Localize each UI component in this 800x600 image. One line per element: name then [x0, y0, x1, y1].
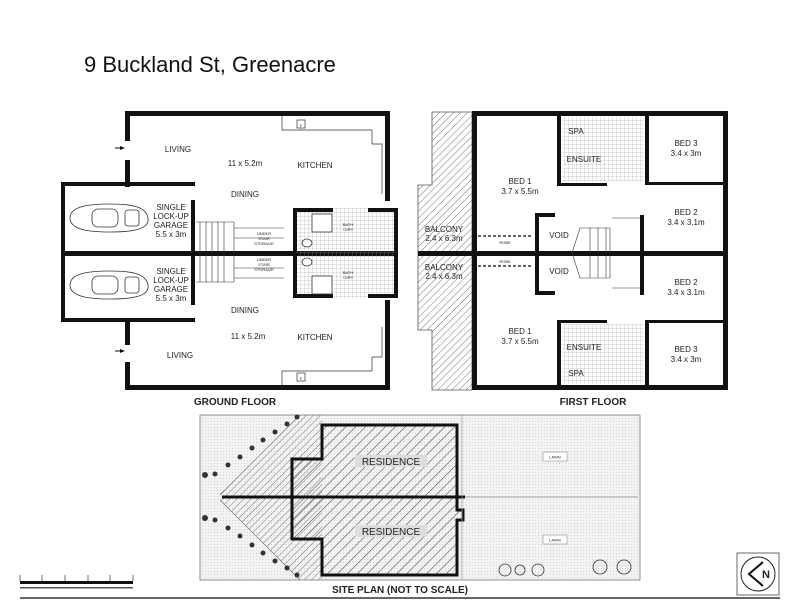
site-plan-caption: SITE PLAN (NOT TO SCALE) [332, 585, 468, 596]
room-label-bed3: BED 3 [674, 345, 698, 354]
garage-label: SINGLE [156, 203, 185, 212]
room-label-kitchen: KITCHEN [297, 333, 332, 342]
bath-label: BATH [343, 222, 353, 227]
lawn-label: LAWN [549, 455, 561, 460]
balcony-dimension: 2.4 x 6.3m [425, 234, 463, 243]
room-label-ensuite: ENSUITE [567, 343, 602, 352]
property-address-title: 9 Buckland St, Greenacre [84, 52, 336, 77]
entry-arrow-icon [115, 349, 125, 353]
balcony-dimension: 2.4 x 6.3m [425, 272, 463, 281]
room-label-bed1: BED 1 [508, 177, 532, 186]
under-stair-label: STORAGE [254, 241, 274, 246]
garage-label: SINGLE [156, 267, 185, 276]
room-label-void: VOID [549, 231, 569, 240]
robe-label: ROBE [499, 240, 511, 245]
room-dimension: 11 x 5.2m [228, 159, 263, 168]
site-plan: RESIDENCE RESIDENCE LAWN LAWN SITE PLAN … [19, 414, 780, 599]
room-dimension: 3.7 x 5.5m [501, 187, 539, 196]
robe-label: ROBE [499, 259, 511, 264]
room-label-kitchen: KITCHEN [297, 161, 332, 170]
bath-label: / DRY [343, 227, 354, 232]
room-label-bed3: BED 3 [674, 139, 698, 148]
under-stair-label: STORAGE [254, 267, 274, 272]
garage-label: GARAGE [154, 285, 188, 294]
scale-bar [19, 575, 134, 589]
room-dimension: 3.4 x 3m [671, 355, 702, 364]
under-stair-label: STAIR [258, 262, 270, 267]
residence-label: RESIDENCE [362, 527, 421, 538]
room-label-living: LIVING [165, 145, 191, 154]
garage-dimension: 5.5 x 3m [156, 230, 187, 239]
garage-label: LOCK-UP [153, 276, 189, 285]
balcony-label: BALCONY [425, 225, 464, 234]
car-icon [69, 270, 149, 300]
first-floor-plan: BED 1 3.7 x 5.5m BED 3 3.4 x 3m BED 2 3.… [417, 111, 728, 408]
garage-dimension: 5.5 x 3m [156, 294, 187, 303]
room-dimension: 11 x 5.2m [231, 332, 266, 341]
room-dimension: 3.4 x 3m [671, 149, 702, 158]
room-dimension: 3.7 x 5.5m [501, 337, 539, 346]
room-label-dining: DINING [231, 190, 259, 199]
lawn-label: LAWN [549, 538, 561, 543]
garage-label: GARAGE [154, 221, 188, 230]
room-dimension: 3.4 x 3.1m [667, 288, 705, 297]
room-label-bed2: BED 2 [674, 208, 698, 217]
under-stair-label: UNDER [257, 231, 271, 236]
entry-arrow-icon [115, 146, 125, 150]
room-label-bed1: BED 1 [508, 327, 532, 336]
room-label-living: LIVING [167, 351, 193, 360]
garage-label: LOCK-UP [153, 212, 189, 221]
room-label-spa: SPA [568, 127, 584, 136]
car-icon [69, 203, 149, 233]
under-stair-label: STAIR [258, 236, 270, 241]
north-arrow-icon: N [736, 552, 780, 596]
fridge-label: F [300, 123, 303, 128]
residence-label: RESIDENCE [362, 457, 421, 468]
bath-label: BATH [343, 270, 353, 275]
bath-label: / DRY [343, 275, 354, 280]
room-label-dining: DINING [231, 306, 259, 315]
room-label-bed2: BED 2 [674, 278, 698, 287]
under-stair-label: UNDER [257, 257, 271, 262]
ground-floor-caption: GROUND FLOOR [194, 397, 277, 408]
first-floor-caption: FIRST FLOOR [560, 397, 627, 408]
ground-floor-plan: LIVING 11 x 5.2m KITCHEN DINING SINGLE L… [61, 111, 398, 408]
room-dimension: 3.4 x 3.1m [667, 218, 705, 227]
fridge-label: F [300, 376, 303, 381]
shrub-icons [202, 414, 300, 578]
room-label-void: VOID [549, 267, 569, 276]
balcony-label: BALCONY [425, 263, 464, 272]
room-label-ensuite: ENSUITE [567, 155, 602, 164]
room-label-spa: SPA [568, 369, 584, 378]
tree-icons [498, 559, 632, 577]
north-label: N [762, 569, 770, 581]
